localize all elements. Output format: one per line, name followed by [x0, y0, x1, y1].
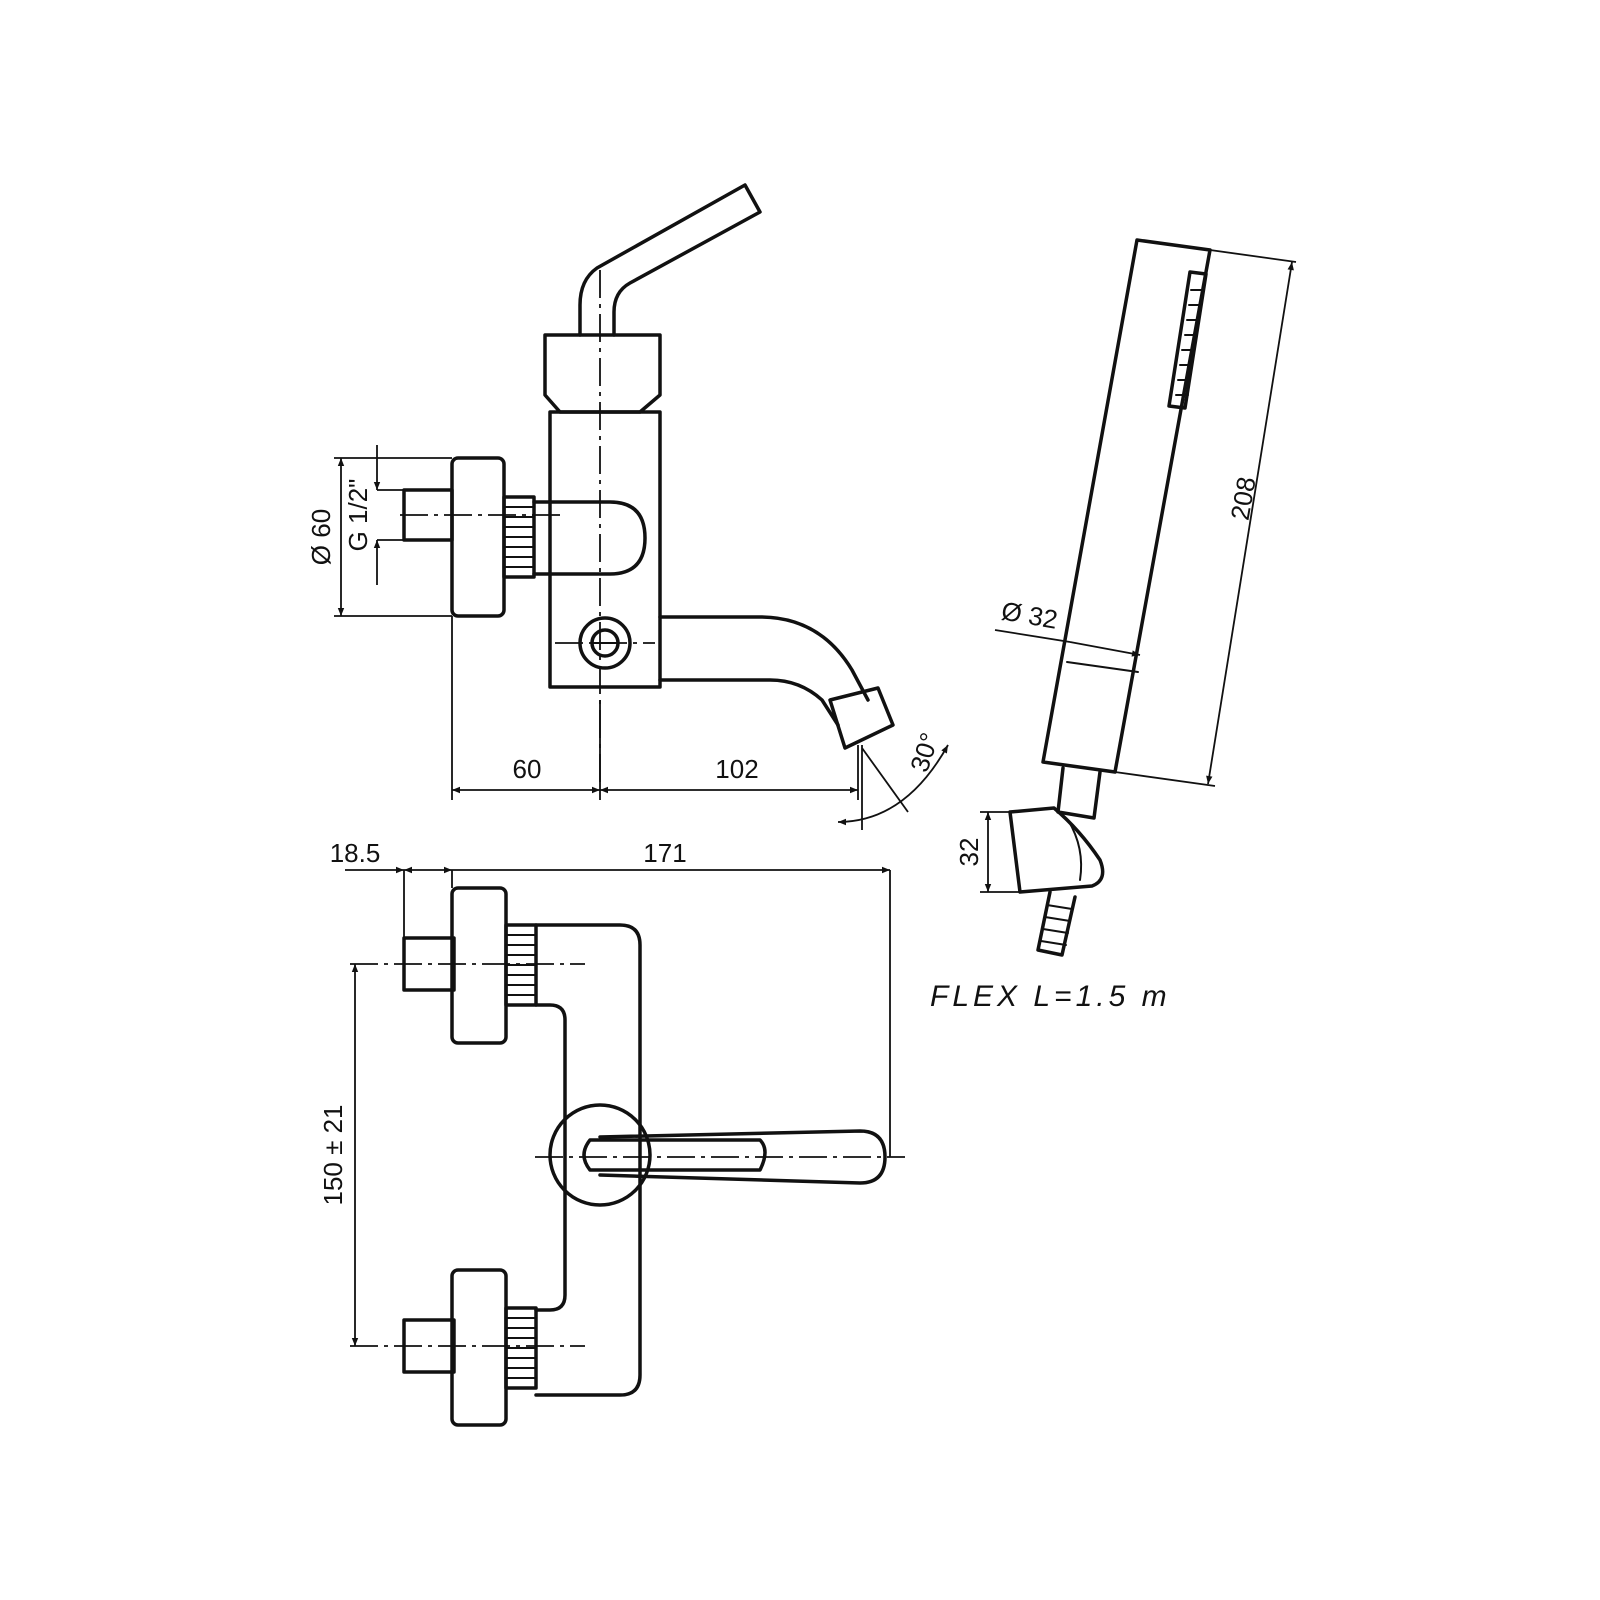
side-body: [548, 410, 662, 689]
dim-spout-angle: 30°: [904, 729, 945, 776]
top-view: 18.5 171 150 ± 21: [318, 838, 905, 1427]
side-aerator: [828, 686, 895, 750]
side-lever: [578, 183, 762, 337]
hand-shower-neck: [1056, 766, 1102, 820]
dim-offset-spout: 102: [715, 754, 758, 784]
side-connector: [532, 500, 647, 576]
hand-shower-view: 208 Ø 32 32 FLEX L=1.5 m: [930, 238, 1297, 1013]
dim-handshower-length: 208: [1225, 474, 1262, 522]
top-handle-base: [548, 1103, 652, 1207]
side-spout: [658, 615, 870, 727]
top-body: [534, 923, 642, 1397]
dim-handshower-diameter: Ø 32: [999, 595, 1060, 634]
flex-note: FLEX L=1.5 m: [930, 980, 1171, 1013]
dim-offset-left: 60: [513, 754, 542, 784]
dim-holder-height: 32: [954, 838, 984, 867]
dim-total-projection: 171: [643, 838, 686, 868]
top-flange-upper: [450, 886, 508, 1045]
flex-hose: [1036, 890, 1077, 957]
dim-eccentric-length: 18.5: [330, 838, 381, 868]
hand-shower-body: [1041, 238, 1212, 774]
side-valve-head: [543, 333, 662, 414]
dim-inlet-spacing: 150 ± 21: [318, 1104, 348, 1205]
dim-inlet-thread: G 1/2": [343, 479, 373, 552]
side-wall-flange: [450, 456, 506, 618]
dim-flange-diameter: Ø 60: [306, 509, 336, 565]
wall-holder: [1008, 806, 1105, 894]
top-lever: [598, 1129, 887, 1185]
side-view: Ø 60 G 1/2" 60 102 30°: [306, 183, 949, 830]
top-flange-lower: [450, 1268, 508, 1427]
hand-shower-spray-face: [1167, 270, 1208, 410]
